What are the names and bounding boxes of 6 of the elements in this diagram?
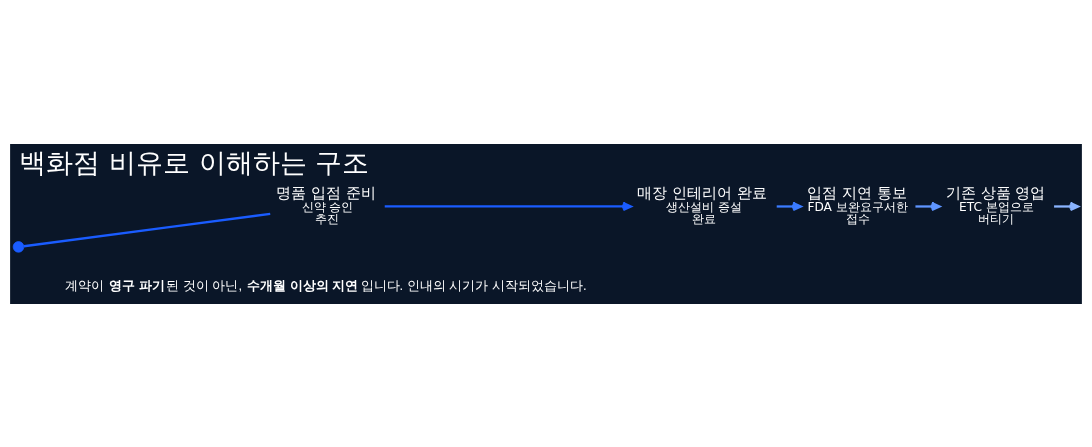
node-text: 매장 인테리어 완료 생산설비 증설 완료	[637, 183, 767, 226]
node-text: 입점 지연 통보 FDA 보완요구서한 접수	[807, 183, 908, 226]
node-text: 기존 상품 영업 ETC 본업으로 버티기	[945, 183, 1046, 226]
diagram-title: 백화점 비유로 이해하는 구조	[19, 146, 370, 178]
node-text: 명품 입점 준비 신약 승인 추진	[276, 183, 377, 226]
label: 계약이 영구 파기된 것이 아닌, 수개월 이상의 지연입니다. 인내의 시기가 시작되었습니다.	[64, 277, 587, 293]
